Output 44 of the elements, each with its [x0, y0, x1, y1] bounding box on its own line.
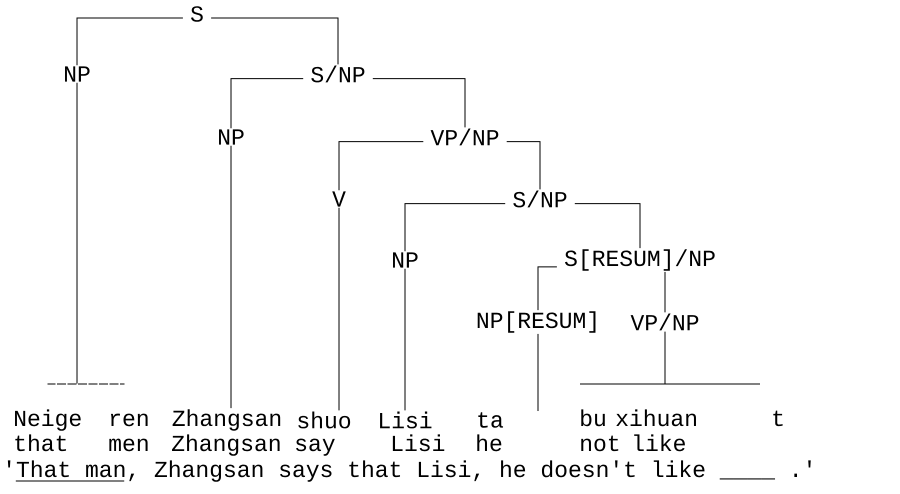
- gloss: that: [15, 434, 66, 452]
- tree-branch: [210, 18, 338, 65]
- tree-node-label: S/NP: [513, 190, 566, 208]
- word: ta: [478, 412, 504, 428]
- gloss: like: [634, 434, 685, 452]
- gloss: Lisi: [392, 434, 444, 452]
- gloss: not: [581, 436, 618, 452]
- tree-node-label: S: [191, 6, 203, 22]
- word: Lisi: [380, 412, 432, 428]
- tree-branch: [404, 268, 406, 411]
- tree-branch: [76, 82, 78, 384]
- tree-branch: [338, 141, 424, 191]
- tree-branch: [664, 271, 666, 313]
- tree-branch: [574, 203, 640, 249]
- tree-node-label: VP/NP: [630, 314, 698, 330]
- gloss: he: [477, 434, 502, 452]
- tree-node-label: VP/NP: [430, 128, 498, 146]
- tree-branch: [76, 18, 184, 66]
- tree-branch: [338, 207, 340, 411]
- tree-node-label: S/NP: [311, 66, 364, 82]
- word: t: [773, 410, 783, 426]
- tree-node-label: NP: [65, 66, 90, 82]
- tree-node-label: NP[RESUM]: [478, 311, 596, 333]
- tree-branch: [404, 203, 506, 252]
- tree-branch: [506, 141, 540, 190]
- word: ren: [110, 414, 148, 426]
- word: Zhangsan: [172, 409, 280, 431]
- tree-node-label: S[RESUM]/NP: [564, 249, 715, 271]
- gloss: men: [109, 438, 148, 452]
- word: shuo: [298, 412, 350, 428]
- tree-branch: [372, 78, 466, 128]
- tree-branch: [230, 78, 304, 129]
- word: bu: [581, 409, 605, 426]
- tree-node-label: NP: [393, 252, 418, 268]
- gloss: say: [296, 438, 335, 456]
- translation-sentence: 'That man, Zhangsan says that Lisi, he doesn't like ____ .': [8, 460, 811, 482]
- tree-branch: [230, 145, 232, 409]
- tree-node-label: NP: [219, 129, 244, 145]
- word: xihuan: [616, 409, 696, 426]
- tree-node-label: V: [332, 191, 346, 207]
- gloss: Zhangsan: [172, 434, 280, 456]
- tree-branch: [538, 266, 558, 311]
- tree-branch: [664, 331, 666, 384]
- word: Neige: [15, 409, 81, 431]
